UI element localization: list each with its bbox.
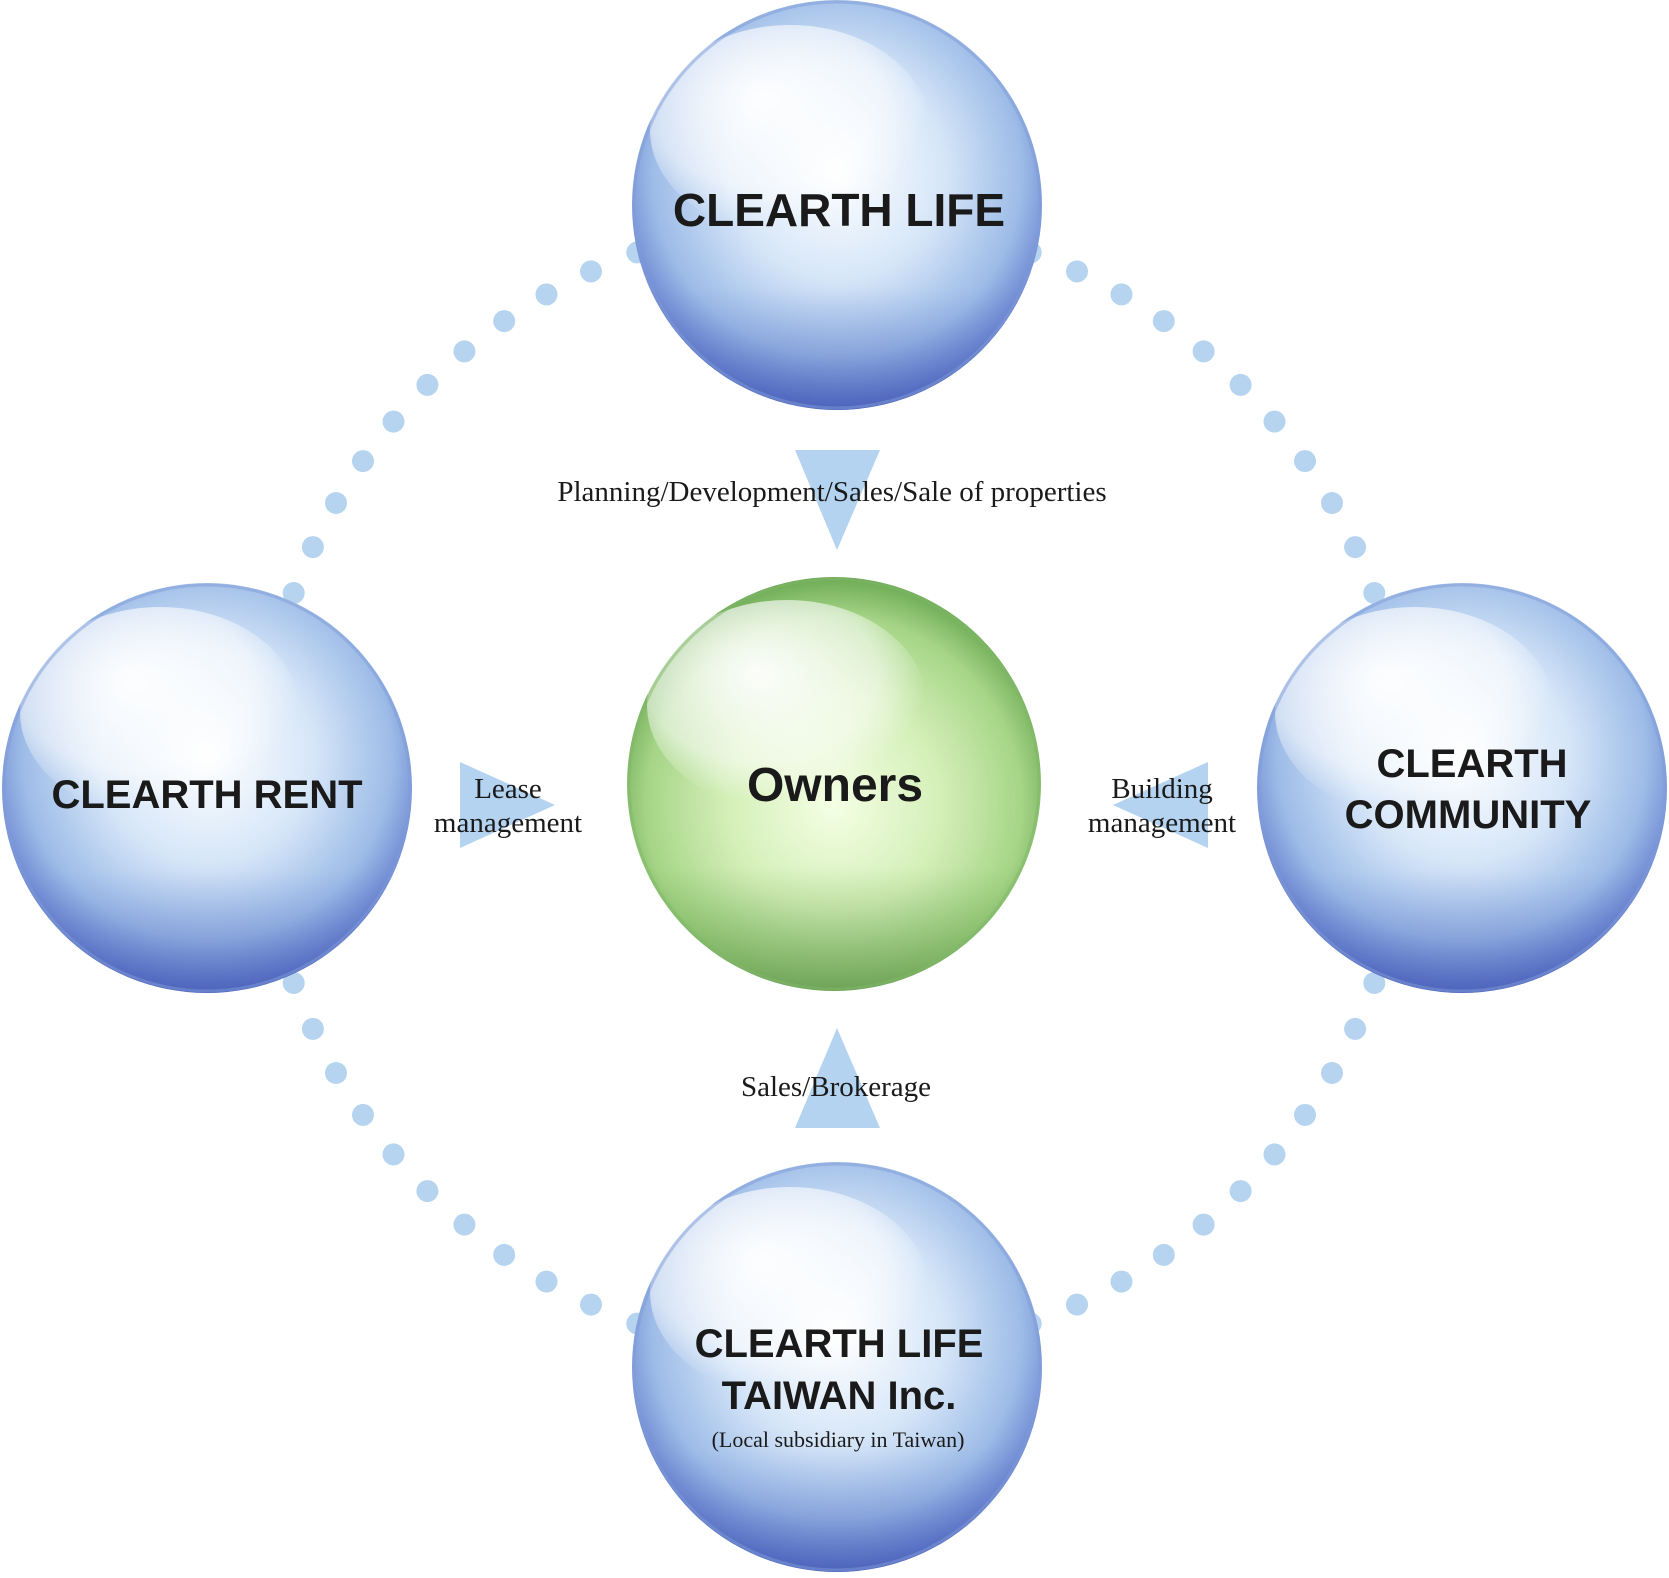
ring-dot [382, 410, 405, 433]
ring-dot [1294, 450, 1316, 473]
ring-dot [493, 1243, 516, 1266]
ring-dot [1363, 582, 1386, 604]
sphere-clearth-life [632, 0, 1042, 410]
ring-dot [1192, 1213, 1215, 1236]
sphere-clearth-rent [2, 583, 412, 993]
ring-dot [325, 492, 347, 514]
ring-dot [382, 1143, 405, 1166]
ring-dot [1321, 1062, 1343, 1084]
ring-dot [580, 260, 602, 283]
relation-label-left-line2: management [434, 807, 582, 839]
node-label-clearth-community-line1: CLEARTH [1376, 742, 1567, 786]
relation-label-bottom: Sales/Brokerage [741, 1071, 931, 1103]
node-label-taiwan-line2: TAIWAN Inc. [722, 1374, 957, 1418]
ring-dot [535, 283, 558, 306]
ring-dot [1321, 492, 1343, 514]
ring-dot [352, 450, 374, 473]
relation-label-left-line1: Lease [474, 773, 542, 805]
arrow-right-icon [460, 762, 555, 848]
ring-dot [453, 1213, 476, 1236]
node-label-clearth-rent: CLEARTH RENT [51, 773, 362, 817]
sphere-clearth-life-taiwan [632, 1162, 1042, 1572]
sphere-owners [627, 577, 1041, 991]
relation-label-top: Planning/Development/Sales/Sale of prope… [557, 476, 1106, 508]
ring-dot [1229, 373, 1252, 396]
ring-dot [1152, 1243, 1175, 1266]
ring-dot [416, 1180, 439, 1203]
ring-dot [1066, 1293, 1088, 1316]
node-label-clearth-life: CLEARTH LIFE [673, 184, 1005, 236]
node-label-taiwan-line1: CLEARTH LIFE [695, 1322, 984, 1366]
ring-dot [352, 1103, 374, 1126]
ring-dot [1110, 283, 1133, 306]
ring-dot [282, 582, 305, 604]
arrow-down-icon [795, 450, 880, 550]
ring-dot [535, 1270, 558, 1293]
ring-dot [1263, 1143, 1286, 1166]
relation-label-right-line1: Building [1111, 773, 1213, 805]
ring-dot [1294, 1103, 1316, 1126]
node-label-clearth-community-line2: COMMUNITY [1345, 793, 1592, 837]
ring-dot [493, 310, 516, 333]
ring-dot [1110, 1270, 1133, 1293]
ring-dot [1192, 340, 1215, 363]
ring-dot [301, 536, 324, 559]
ring-dot [1363, 972, 1386, 994]
relation-label-right-line2: management [1088, 807, 1236, 839]
sphere-clearth-community [1257, 583, 1667, 993]
ring-dot [1344, 536, 1367, 559]
ring-dot [282, 972, 305, 994]
arrow-left-icon [1113, 762, 1208, 848]
ring-dot [416, 373, 439, 396]
node-label-owners: Owners [747, 759, 923, 812]
ring-dot [1066, 260, 1088, 283]
ring-dot [1152, 310, 1175, 333]
ring-dot [453, 340, 476, 363]
ring-dot [1344, 1017, 1367, 1040]
node-sublabel-taiwan: (Local subsidiary in Taiwan) [712, 1427, 965, 1452]
ring-dot [1229, 1180, 1252, 1203]
ring-dot [325, 1062, 347, 1084]
ring-dot [580, 1293, 602, 1316]
ring-dot [301, 1017, 324, 1040]
ring-dot [1263, 410, 1286, 433]
arrow-up-icon [795, 1028, 880, 1128]
